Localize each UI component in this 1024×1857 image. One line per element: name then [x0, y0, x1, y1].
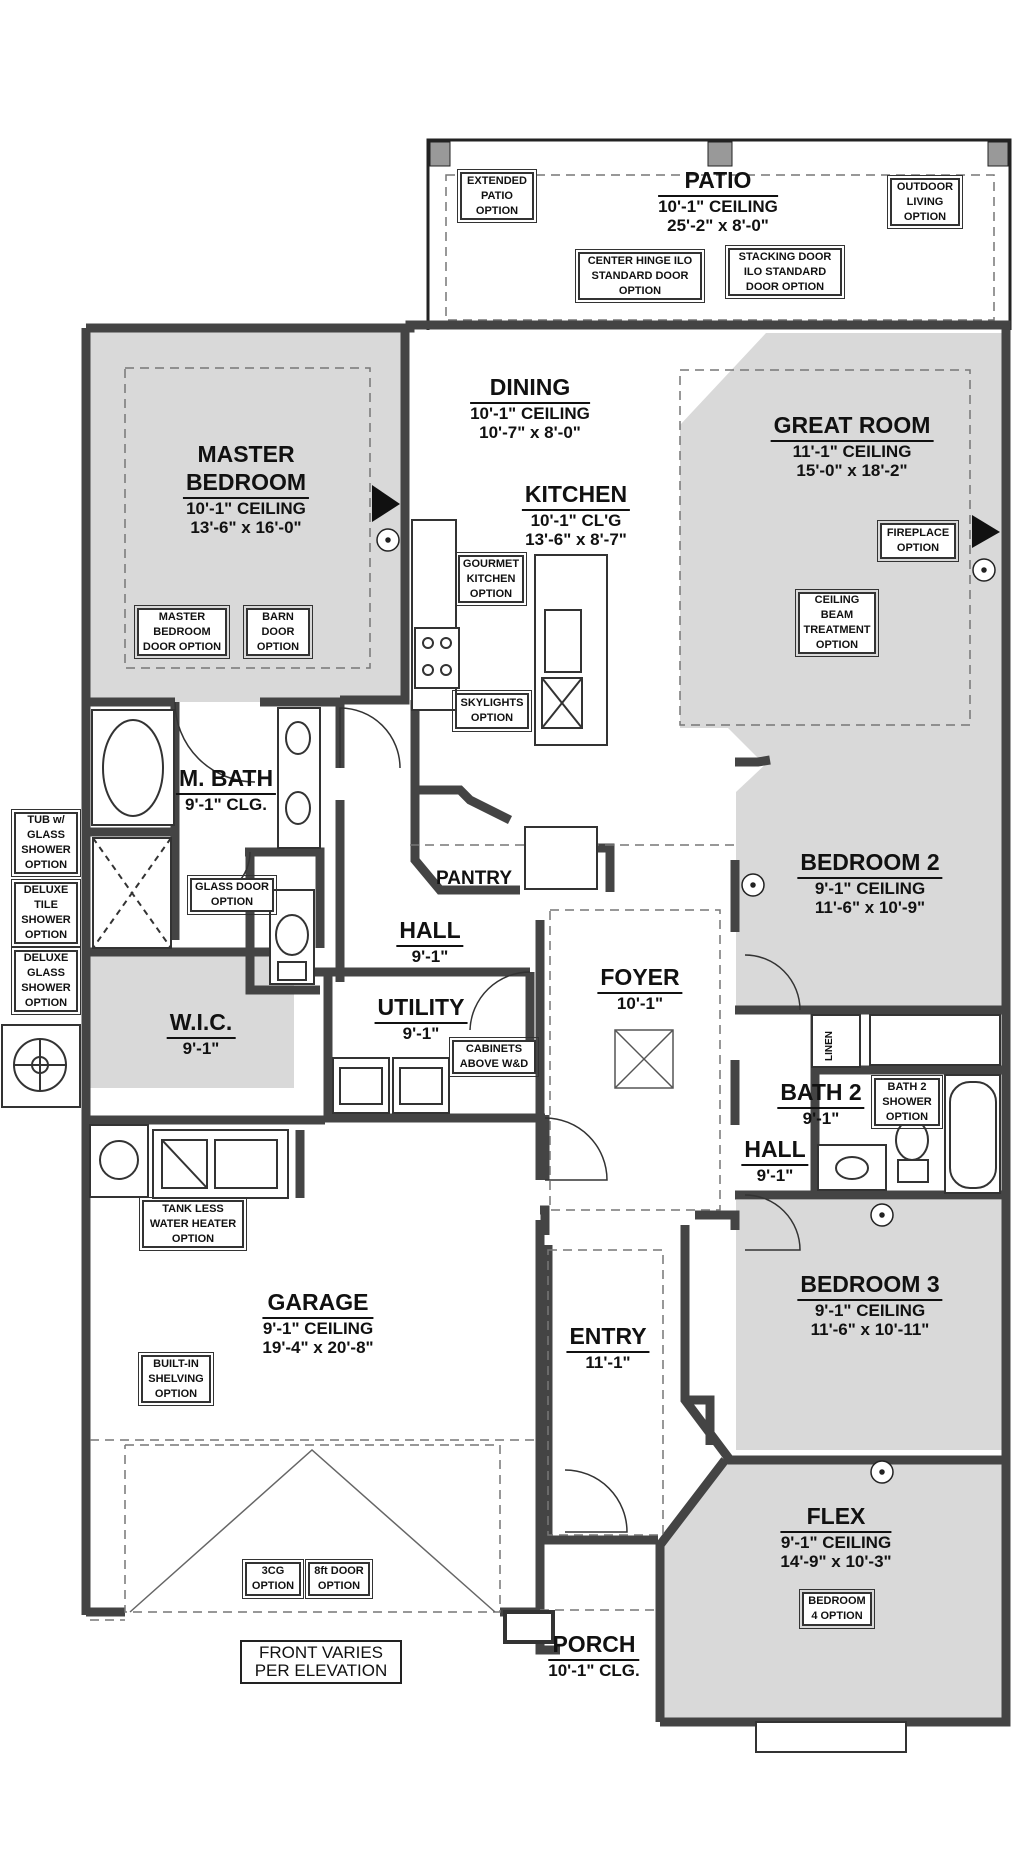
- arrow-marker-great-room: [972, 515, 1000, 548]
- ceiling-lines: [90, 367, 971, 1621]
- toilet-icon-bath2: [895, 1119, 929, 1161]
- room-label-wic: W.I.C. 9'-1": [166, 1009, 236, 1058]
- option-barn-door: BARN DOOR OPTION: [243, 605, 313, 659]
- option-cabinets-above-wd: CABINETS ABOVE W&D: [449, 1037, 539, 1077]
- bathtub-icon: [102, 719, 164, 817]
- arrow-marker-master: [372, 485, 400, 522]
- toilet-icon: [275, 914, 309, 956]
- option-tankless-water-heater: TANK LESS WATER HEATER OPTION: [139, 1197, 247, 1251]
- room-label-garage: GARAGE 9'-1" CEILING 19'-4" x 20'-8": [262, 1289, 374, 1357]
- walls: [81, 320, 1011, 1727]
- wall-markers: [372, 485, 1000, 548]
- linen-closet: [811, 1014, 861, 1068]
- room-label-master-bedroom: BEDROOM 10'-1" CEILING 13'-6" x 16'-0": [182, 469, 310, 537]
- ac-unit: [1, 1024, 81, 1108]
- sink-icon: [285, 721, 311, 755]
- option-built-in-shelving: BUILT-IN SHELVING OPTION: [138, 1352, 214, 1406]
- linen-label: LINEN: [824, 1031, 835, 1061]
- room-label-foyer: FOYER 10'-1": [597, 964, 683, 1013]
- cooktop-icon: [414, 627, 460, 689]
- pantry-shelf: [524, 826, 598, 890]
- bath2-fixtures: [811, 1014, 1001, 1194]
- option-stacking-door: STACKING DOOR ILO STANDARD DOOR OPTION: [725, 245, 845, 299]
- garage-fixtures: [89, 1124, 289, 1199]
- great-room-fill: [680, 333, 1002, 760]
- room-label-hall: HALL 9'-1": [396, 917, 464, 966]
- option-3cg: 3CG OPTION: [242, 1559, 304, 1599]
- room-label-great-room: GREAT ROOM 11'-1" CEILING 15'-0" x 18'-2…: [770, 412, 934, 480]
- kitchen-fixtures: [411, 519, 608, 890]
- room-label-bedroom-2: BEDROOM 2 9'-1" CEILING 11'-6" x 10'-9": [797, 849, 943, 917]
- room-label-hall-2: HALL 9'-1": [741, 1136, 809, 1185]
- tub-icon: [949, 1081, 997, 1189]
- room-label-master-bath: M. BATH 9'-1" CLG.: [175, 765, 277, 814]
- room-label-patio: PATIO 10'-1" CEILING 25'-2" x 8'-0": [658, 167, 778, 235]
- sink-icon-bath2: [835, 1156, 869, 1180]
- front-elevation-note: FRONT VARIES PER ELEVATION: [240, 1640, 402, 1684]
- room-label-porch: PORCH 10'-1" CLG.: [548, 1631, 640, 1680]
- room-label-dining: DINING 10'-1" CEILING 10'-7" x 8'-0": [470, 374, 590, 442]
- option-center-hinge-door: CENTER HINGE ILO STANDARD DOOR OPTION: [575, 249, 705, 303]
- room-label-pantry: PANTRY: [436, 868, 512, 889]
- bedroom2-fill: [736, 760, 1002, 1010]
- room-label-flex: FLEX 9'-1" CEILING 14'-9" x 10'-3": [780, 1503, 892, 1571]
- option-deluxe-glass-shower: DELUXE GLASS SHOWER OPTION: [11, 947, 81, 1015]
- porch-column: [503, 1610, 555, 1644]
- flex-fill: [662, 1458, 1002, 1718]
- option-gourmet-kitchen: GOURMET KITCHEN OPTION: [455, 552, 527, 606]
- room-label-bedroom-3: BEDROOM 3 9'-1" CEILING 11'-6" x 10'-11": [797, 1271, 943, 1339]
- room-label-master: MASTER: [197, 441, 295, 467]
- room-label-utility: UTILITY 9'-1": [374, 994, 468, 1043]
- foyer-skylight: [614, 1029, 674, 1089]
- option-deluxe-tile-shower: DELUXE TILE SHOWER OPTION: [11, 879, 81, 947]
- exterior-wall-north: [86, 320, 1011, 1727]
- bath-fixtures: [91, 707, 321, 985]
- option-glass-door: GLASS DOOR OPTION: [187, 875, 277, 915]
- room-label-entry: ENTRY 11'-1": [566, 1323, 650, 1372]
- room-label-bath-2: BATH 2 9'-1": [777, 1079, 865, 1128]
- wic-fill: [90, 952, 294, 1088]
- option-8ft-door: 8ft DOOR OPTION: [305, 1559, 373, 1599]
- bedroom3-fill: [736, 1200, 1002, 1450]
- room-label-kitchen: KITCHEN 10'-1" CL'G 13'-6" x 8'-7": [521, 481, 631, 549]
- option-skylights: SKYLIGHTS OPTION: [452, 690, 532, 732]
- option-outdoor-living: OUTDOOR LIVING OPTION: [887, 175, 963, 229]
- option-tub-glass-shower: TUB w/ GLASS SHOWER OPTION: [11, 809, 81, 877]
- option-master-bedroom-door: MASTER BEDROOM DOOR OPTION: [134, 605, 230, 659]
- option-bath2-shower: BATH 2 SHOWER OPTION: [871, 1075, 943, 1129]
- sink-icon-2: [285, 791, 311, 825]
- option-fireplace: FIREPLACE OPTION: [877, 520, 959, 562]
- laundry-fixtures: [332, 1057, 450, 1114]
- room-fills: [90, 330, 1002, 1718]
- outlet-markers: [376, 528, 996, 1484]
- water-heater-icon: [99, 1140, 139, 1180]
- option-ceiling-beam: CEILING BEAM TREATMENT OPTION: [795, 589, 879, 657]
- option-extended-patio: EXTENDED PATIO OPTION: [457, 169, 537, 223]
- garage-door-swing: [129, 1448, 496, 1613]
- exterior-wall-porch: [655, 1457, 729, 1722]
- option-bedroom-4: BEDROOM 4 OPTION: [799, 1589, 875, 1629]
- bay-window: [755, 1721, 907, 1753]
- patio-area: [426, 138, 1012, 330]
